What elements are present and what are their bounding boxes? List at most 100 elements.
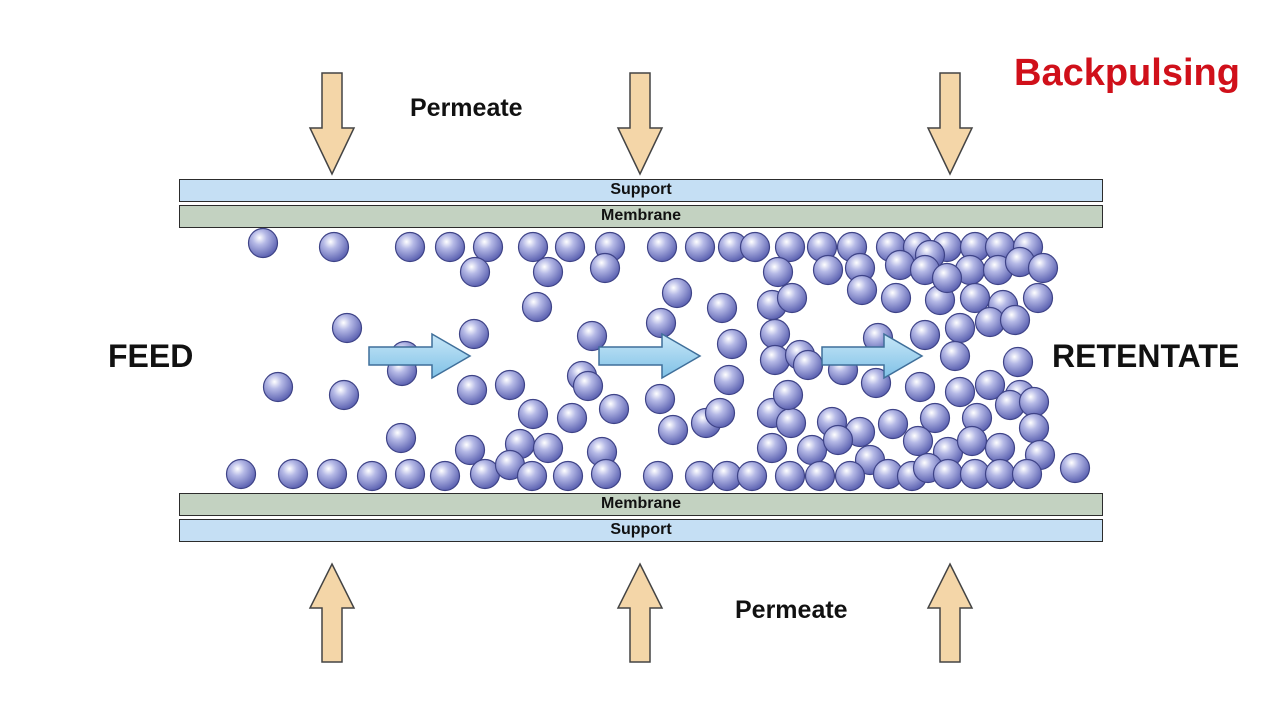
particle-icon xyxy=(939,340,971,372)
particle-icon xyxy=(959,282,991,314)
particle-icon xyxy=(328,379,360,411)
permeate-up-arrow-icon xyxy=(926,562,974,663)
particle-icon xyxy=(974,369,1006,401)
particle-icon xyxy=(704,397,736,429)
particle-icon xyxy=(776,282,808,314)
particle-icon xyxy=(1011,458,1043,490)
particle-icon xyxy=(589,252,621,284)
particle-icon xyxy=(759,344,791,376)
particle-icon xyxy=(774,460,806,492)
particle-icon xyxy=(316,458,348,490)
diagram-title: Backpulsing xyxy=(1014,52,1240,94)
permeate-up-arrow-icon xyxy=(616,562,664,663)
particle-icon xyxy=(877,408,909,440)
particle-icon xyxy=(999,304,1031,336)
particle-icon xyxy=(796,434,828,466)
particle-icon xyxy=(645,307,677,339)
flow-arrow-icon xyxy=(598,332,702,380)
particle-icon xyxy=(822,424,854,456)
particle-icon xyxy=(517,398,549,430)
particle-icon xyxy=(644,383,676,415)
particle-icon xyxy=(646,231,678,263)
particle-icon xyxy=(1018,386,1050,418)
particle-icon xyxy=(225,458,257,490)
particle-icon xyxy=(277,458,309,490)
support-layer-bottom: Support xyxy=(179,519,1103,542)
particle-icon xyxy=(984,432,1016,464)
particle-icon xyxy=(454,434,486,466)
particle-icon xyxy=(804,460,836,492)
particle-icon xyxy=(931,262,963,294)
particle-icon xyxy=(1018,412,1050,444)
particle-icon xyxy=(1022,282,1054,314)
particle-icon xyxy=(429,460,461,492)
particle-icon xyxy=(902,425,934,457)
particle-icon xyxy=(706,292,738,324)
particle-icon xyxy=(657,414,689,446)
particle-icon xyxy=(713,364,745,396)
particle-icon xyxy=(739,231,771,263)
particle-icon xyxy=(598,393,630,425)
particle-icon xyxy=(532,256,564,288)
particle-icon xyxy=(684,460,716,492)
particle-icon xyxy=(572,370,604,402)
particle-icon xyxy=(661,277,693,309)
flow-arrow-icon xyxy=(821,332,924,380)
particle-icon xyxy=(576,320,608,352)
particle-icon xyxy=(394,231,426,263)
particle-icon xyxy=(1027,252,1059,284)
particle-icon xyxy=(394,458,426,490)
particle-icon xyxy=(1059,452,1091,484)
particle-icon xyxy=(517,231,549,263)
permeate-down-arrow-icon xyxy=(926,72,974,176)
particle-icon xyxy=(472,231,504,263)
support-layer-top: Support xyxy=(179,179,1103,202)
membrane-layer-bottom: Membrane xyxy=(179,493,1103,516)
particle-icon xyxy=(792,349,824,381)
particle-icon xyxy=(736,460,768,492)
particle-icon xyxy=(590,458,622,490)
particle-icon xyxy=(956,425,988,457)
particle-icon xyxy=(554,231,586,263)
particle-icon xyxy=(642,460,674,492)
particle-icon xyxy=(434,231,466,263)
particle-icon xyxy=(944,312,976,344)
membrane-layer-top: Membrane xyxy=(179,205,1103,228)
particle-icon xyxy=(459,256,491,288)
particle-icon xyxy=(456,374,488,406)
particle-icon xyxy=(556,402,588,434)
particle-icon xyxy=(684,231,716,263)
permeate-bottom-label: Permeate xyxy=(735,596,848,624)
particle-icon xyxy=(759,318,791,350)
permeate-top-label: Permeate xyxy=(410,94,523,122)
particle-icon xyxy=(774,231,806,263)
particle-icon xyxy=(552,460,584,492)
permeate-up-arrow-icon xyxy=(308,562,356,663)
particle-icon xyxy=(762,256,794,288)
particle-icon xyxy=(812,254,844,286)
particle-icon xyxy=(262,371,294,403)
particle-icon xyxy=(532,432,564,464)
particle-icon xyxy=(772,379,804,411)
particle-icon xyxy=(1002,346,1034,378)
particle-icon xyxy=(716,328,748,360)
particle-icon xyxy=(984,458,1016,490)
particle-icon xyxy=(904,371,936,403)
particle-icon xyxy=(834,460,866,492)
particle-icon xyxy=(880,282,912,314)
particle-icon xyxy=(756,432,788,464)
particle-icon xyxy=(247,227,279,259)
particle-icon xyxy=(458,318,490,350)
particle-icon xyxy=(944,376,976,408)
particle-icon xyxy=(331,312,363,344)
permeate-down-arrow-icon xyxy=(616,72,664,176)
particle-icon xyxy=(356,460,388,492)
particle-icon xyxy=(521,291,553,323)
permeate-down-arrow-icon xyxy=(308,72,356,176)
particle-icon xyxy=(494,369,526,401)
particle-icon xyxy=(846,274,878,306)
particle-icon xyxy=(884,249,916,281)
particle-icon xyxy=(909,319,941,351)
feed-label: FEED xyxy=(108,338,194,374)
